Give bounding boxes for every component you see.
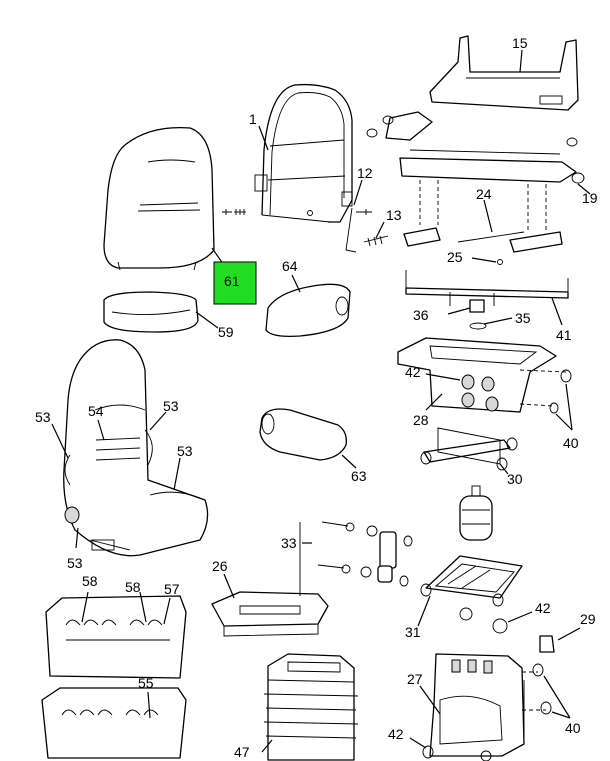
callout-57[interactable]: 57 xyxy=(164,581,180,597)
callout-42-mid[interactable]: 42 xyxy=(535,600,551,616)
callout-13[interactable]: 13 xyxy=(386,207,402,223)
callout-31[interactable]: 31 xyxy=(405,624,421,640)
callout-64[interactable]: 64 xyxy=(282,258,298,274)
adjuster-bar[interactable] xyxy=(403,227,563,265)
callout-40-upper[interactable]: 40 xyxy=(563,435,579,451)
callout-29[interactable]: 29 xyxy=(580,611,596,627)
washer-42-mid[interactable] xyxy=(459,607,508,634)
shock-assembly[interactable] xyxy=(299,521,413,596)
callout-27[interactable]: 27 xyxy=(407,671,423,687)
callout-47[interactable]: 47 xyxy=(234,744,250,760)
armrest-lower[interactable] xyxy=(259,408,347,461)
callout-63[interactable]: 63 xyxy=(351,468,367,484)
seat-back-cushion[interactable] xyxy=(103,126,215,271)
scissor-link-lower[interactable] xyxy=(420,555,523,607)
callout-25[interactable]: 25 xyxy=(447,249,463,265)
air-spring[interactable] xyxy=(459,485,493,541)
guide-lines xyxy=(419,180,547,230)
callout-12[interactable]: 12 xyxy=(357,165,373,181)
upper-housing[interactable] xyxy=(397,337,572,414)
scissor-link-upper[interactable] xyxy=(420,427,518,471)
base-housing[interactable] xyxy=(429,653,552,757)
callout-53-cushion[interactable]: 53 xyxy=(177,443,193,459)
callout-55[interactable]: 55 xyxy=(138,675,154,691)
callout-36[interactable]: 36 xyxy=(413,307,429,323)
slide-rails[interactable] xyxy=(366,111,585,184)
washer-42-bottom[interactable] xyxy=(422,745,492,761)
callout-15[interactable]: 15 xyxy=(512,35,528,51)
callout-54[interactable]: 54 xyxy=(88,403,104,419)
base-guide xyxy=(522,671,546,711)
switch-panel-upper[interactable] xyxy=(45,595,187,679)
callout-26[interactable]: 26 xyxy=(212,558,228,574)
bellows[interactable] xyxy=(263,653,359,761)
callout-35[interactable]: 35 xyxy=(515,310,531,326)
frame-screws xyxy=(222,209,313,216)
switch-panel-lower[interactable] xyxy=(41,687,187,759)
seat-cushion[interactable] xyxy=(103,291,199,333)
seat-frame-top[interactable] xyxy=(429,35,579,111)
armrest-upper[interactable] xyxy=(265,283,351,338)
callout-58-right[interactable]: 58 xyxy=(125,579,141,595)
bolt-36[interactable] xyxy=(469,299,485,313)
callout-41[interactable]: 41 xyxy=(556,327,572,343)
callout-53-bottom[interactable]: 53 xyxy=(67,555,83,571)
cross-bar[interactable] xyxy=(405,270,569,306)
callout-53-right[interactable]: 53 xyxy=(163,398,179,414)
callout-1[interactable]: 1 xyxy=(249,111,257,127)
callout-58-left[interactable]: 58 xyxy=(82,573,98,589)
callout-24[interactable]: 24 xyxy=(476,186,492,202)
callout-42-upper[interactable]: 42 xyxy=(405,364,421,380)
washer-35[interactable] xyxy=(469,322,487,330)
bumper-29[interactable] xyxy=(539,635,555,653)
bracket-12[interactable] xyxy=(345,207,372,253)
housing-guide xyxy=(519,369,567,407)
callout-61[interactable]: 61 xyxy=(224,273,240,289)
bolt-13[interactable] xyxy=(363,235,389,247)
callout-40-lower[interactable]: 40 xyxy=(565,720,581,736)
highlighted-callout-box[interactable] xyxy=(213,261,257,305)
callout-59[interactable]: 59 xyxy=(218,324,234,340)
base-plate[interactable] xyxy=(211,591,329,637)
callout-33[interactable]: 33 xyxy=(281,535,297,551)
callout-30[interactable]: 30 xyxy=(507,471,523,487)
callout-28[interactable]: 28 xyxy=(413,412,429,428)
callout-19[interactable]: 19 xyxy=(582,190,598,206)
callout-53-left[interactable]: 53 xyxy=(35,409,51,425)
back-frame[interactable] xyxy=(254,83,353,223)
callout-42-bottom[interactable]: 42 xyxy=(388,726,404,742)
assembled-seat[interactable] xyxy=(63,339,209,557)
